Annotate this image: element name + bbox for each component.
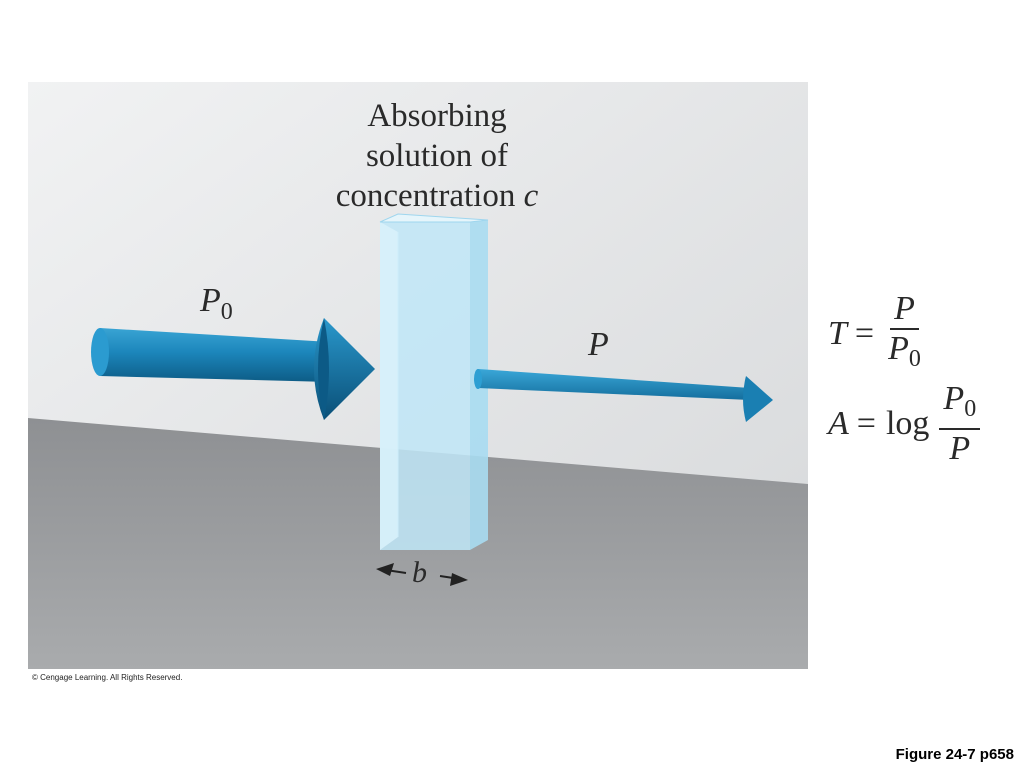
absorbance-diagram: Absorbing solution of concentration c P0… xyxy=(28,82,808,669)
cuvette xyxy=(379,213,489,550)
absorber-label-line2: solution of xyxy=(365,138,509,174)
incident-beam-arrow xyxy=(91,318,375,420)
absorber-label-line1: Absorbing xyxy=(367,98,507,134)
log-function: log xyxy=(885,405,930,442)
transmittance-equation: T = P P0 xyxy=(828,292,925,376)
transmittance-symbol: T xyxy=(828,315,847,352)
transmittance-fraction: P P0 xyxy=(888,290,921,373)
absorbance-symbol: A xyxy=(828,405,849,442)
transmitted-beam-arrow xyxy=(474,369,773,422)
diagram-canvas xyxy=(28,82,808,669)
concentration-symbol: c xyxy=(523,178,539,214)
path-length-label: b xyxy=(412,556,427,589)
absorber-label: Absorbing solution of concentration c xyxy=(324,96,550,216)
incident-power-label: P0 xyxy=(200,282,233,325)
absorbance-fraction: P0 P xyxy=(939,382,981,466)
figure-caption: Figure 24-7 p658 xyxy=(895,746,1014,763)
absorber-label-line3: concentration c xyxy=(335,178,539,214)
equals-sign: = xyxy=(856,405,876,442)
path-length-arrow xyxy=(376,563,468,586)
absorbance-equation: A = log P0 P xyxy=(828,382,981,466)
transmitted-power-label: P xyxy=(588,326,609,363)
copyright-notice: © Cengage Learning. All Rights Reserved. xyxy=(32,673,183,682)
equals-sign: = xyxy=(854,315,875,352)
